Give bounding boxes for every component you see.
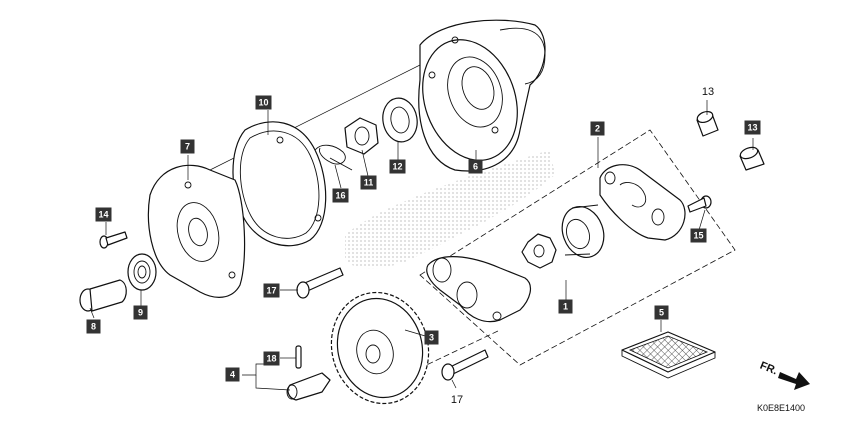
- callout-4: 4: [225, 367, 240, 382]
- part-screw-14: [99, 231, 128, 249]
- svg-text:14: 14: [98, 210, 108, 220]
- svg-text:1: 1: [563, 302, 568, 312]
- part-bushing-13b: [739, 146, 765, 171]
- svg-text:8: 8: [91, 322, 96, 332]
- front-direction-indicator: FR.: [758, 360, 810, 390]
- part-pin-8: [79, 279, 127, 312]
- front-arrow-icon: [778, 372, 810, 390]
- assembly-outline: [419, 129, 736, 366]
- callout-18: 18: [263, 351, 280, 366]
- part-seal: [127, 253, 157, 291]
- callout-14: 14: [95, 207, 112, 222]
- diagram-code: K0E8E1400: [757, 403, 805, 413]
- part-cover: [147, 164, 246, 298]
- part-inner-rotor: [521, 233, 557, 269]
- svg-text:5: 5: [659, 308, 664, 318]
- svg-text:4: 4: [230, 370, 235, 380]
- label-17-bottom: 17: [451, 394, 463, 406]
- svg-text:7: 7: [185, 142, 190, 152]
- svg-text:13: 13: [747, 123, 757, 133]
- label-13-top: 13: [702, 86, 714, 98]
- callout-15: 15: [690, 228, 707, 243]
- callout-11: 11: [360, 175, 377, 190]
- callout-12: 12: [389, 159, 406, 174]
- svg-text:9: 9: [138, 308, 143, 318]
- part-strainer: [621, 331, 716, 379]
- svg-text:18: 18: [266, 354, 276, 364]
- part-bolt-15: [687, 195, 712, 213]
- part-gasket: [232, 121, 327, 247]
- callout-2: 2: [590, 121, 605, 136]
- svg-text:2: 2: [595, 124, 600, 134]
- callout-1: 1: [558, 299, 573, 314]
- svg-text:10: 10: [258, 98, 268, 108]
- svg-text:12: 12: [392, 162, 402, 172]
- leader-lines: [89, 100, 754, 391]
- part-bolt-17b: [441, 349, 489, 381]
- part-nut: [344, 117, 379, 155]
- callout-10: 10: [255, 95, 272, 110]
- callout-16: 16: [332, 188, 349, 203]
- callout-17: 17: [263, 283, 280, 298]
- part-outer-rotor: [561, 204, 605, 258]
- svg-text:17: 17: [266, 286, 276, 296]
- part-bushing-13a: [696, 110, 719, 137]
- part-pump-body: [426, 256, 532, 323]
- part-washer: [382, 97, 418, 143]
- callout-5: 5: [654, 305, 669, 320]
- front-direction-label: FR.: [758, 360, 779, 378]
- svg-text:11: 11: [364, 178, 374, 188]
- part-bolt-17a: [296, 267, 344, 299]
- svg-text:16: 16: [335, 191, 345, 201]
- callout-7: 7: [180, 139, 195, 154]
- part-pump-cover: [599, 164, 686, 241]
- part-clip: [314, 144, 353, 171]
- svg-text:15: 15: [693, 231, 703, 241]
- svg-text:6: 6: [473, 162, 478, 172]
- part-dowel-18: [295, 345, 302, 369]
- callout-6: 6: [468, 159, 483, 174]
- svg-text:3: 3: [429, 333, 434, 343]
- callout-8: 8: [86, 319, 101, 334]
- callout-3: 3: [424, 330, 439, 345]
- part-housing: [418, 19, 546, 172]
- part-gear: [330, 291, 430, 405]
- part-pin-4: [286, 372, 331, 401]
- callout-9: 9: [133, 305, 148, 320]
- callout-13: 13: [744, 120, 761, 135]
- shading-band: [345, 150, 555, 269]
